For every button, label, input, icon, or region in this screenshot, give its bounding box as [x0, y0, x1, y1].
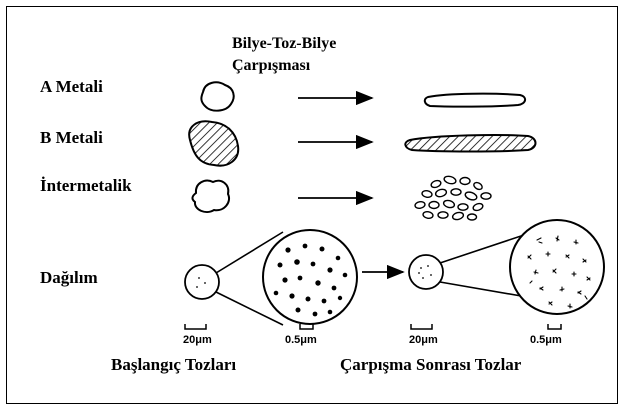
a-metal-initial-particle	[201, 82, 233, 110]
magnified-after-view	[510, 220, 604, 314]
scale-bar-1	[185, 324, 206, 329]
magnified-initial-view	[263, 230, 357, 324]
scale-bar-3	[411, 324, 432, 329]
scale-bar-4	[548, 324, 561, 329]
intermetallic-fragmented-particles	[415, 175, 491, 221]
dispersion-initial-particle	[185, 265, 219, 299]
b-metal-flattened-particle	[405, 135, 535, 151]
b-metal-initial-particle	[189, 121, 238, 165]
dispersion-after-particle	[409, 255, 443, 289]
a-metal-flattened-particle	[425, 94, 525, 107]
intermetallic-initial-particle	[192, 181, 229, 212]
